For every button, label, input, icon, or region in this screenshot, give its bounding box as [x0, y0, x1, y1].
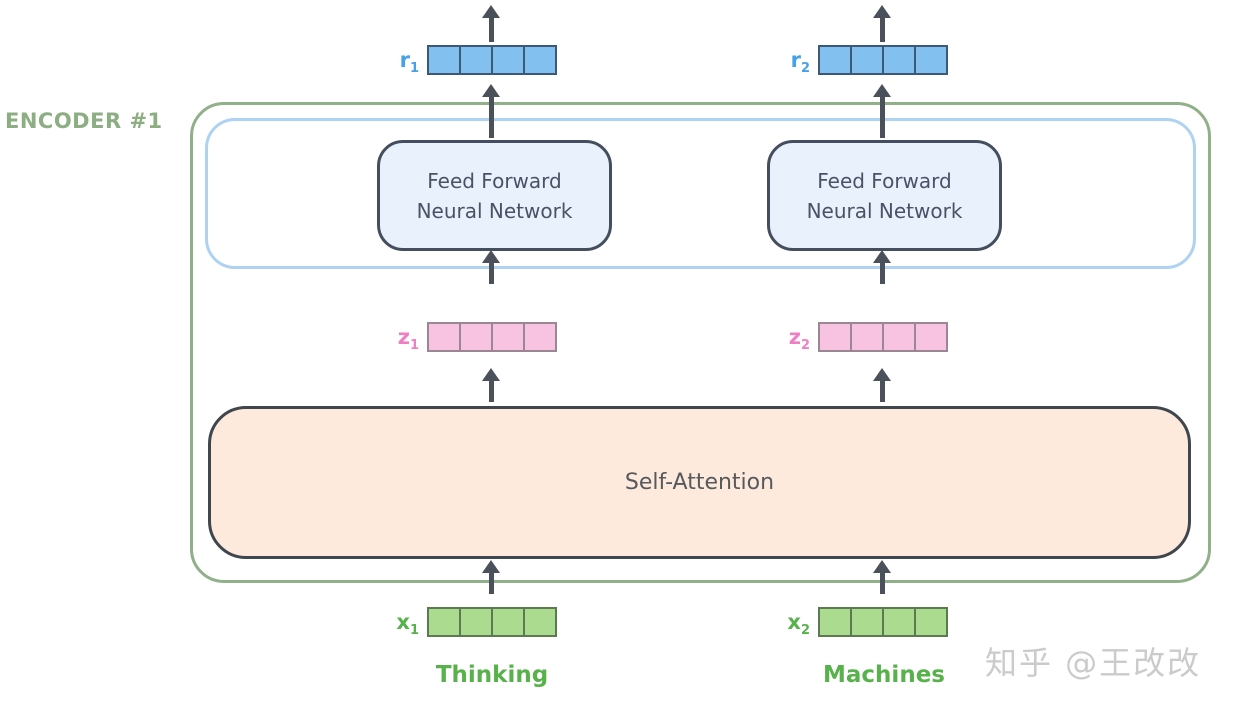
- vector-z2: [818, 322, 948, 352]
- vector-x1-label: x1: [396, 610, 419, 639]
- vector-cell: [429, 609, 461, 635]
- feed-forward-box-left: Feed Forward Neural Network: [377, 140, 612, 251]
- arrowhead-icon: [482, 560, 500, 573]
- arrowhead-icon: [873, 5, 891, 18]
- feed-forward-box-right: Feed Forward Neural Network: [767, 140, 1002, 251]
- vector-cell: [820, 47, 852, 73]
- arrowhead-icon: [482, 84, 500, 97]
- vector-r2-label: r2: [790, 48, 810, 77]
- vector-cell: [429, 47, 461, 73]
- vector-cell: [884, 324, 916, 350]
- vector-cell: [493, 324, 525, 350]
- arrowhead-icon: [873, 84, 891, 97]
- up-arrow-x1-to-attention-icon: [482, 560, 500, 594]
- arrowhead-icon: [482, 368, 500, 381]
- vector-cell: [525, 324, 555, 350]
- self-attention-box: Self-Attention: [208, 406, 1191, 559]
- vector-z2-label: z2: [788, 325, 810, 354]
- arrow-shaft: [488, 263, 494, 284]
- vector-r2: [818, 45, 948, 75]
- arrow-shaft: [879, 97, 885, 138]
- vector-z1: [427, 322, 557, 352]
- encoder-label: ENCODER #1: [5, 109, 163, 133]
- vector-cell: [916, 47, 946, 73]
- arrow-shaft: [488, 573, 494, 594]
- vector-x2: [818, 607, 948, 637]
- input-word-machines: Machines: [823, 662, 945, 688]
- arrow-shaft: [879, 573, 885, 594]
- vector-cell: [852, 609, 884, 635]
- vector-cell: [429, 324, 461, 350]
- vector-r1-label: r1: [399, 48, 419, 77]
- vector-r1: [427, 45, 557, 75]
- vector-x1: [427, 607, 557, 637]
- arrowhead-icon: [873, 368, 891, 381]
- arrow-shaft: [488, 97, 494, 138]
- up-arrow-r2-output-icon: [873, 5, 891, 42]
- up-arrow-ffn2-to-r2-icon: [873, 84, 891, 138]
- self-attention-label: Self-Attention: [624, 470, 775, 495]
- vector-cell: [820, 609, 852, 635]
- vector-cell: [852, 324, 884, 350]
- feed-forward-label-right: Feed Forward Neural Network: [806, 168, 963, 223]
- vector-cell: [461, 47, 493, 73]
- up-arrow-x2-to-attention-icon: [873, 560, 891, 594]
- up-arrow-z2-to-ffn2-icon: [873, 250, 891, 284]
- vector-cell: [461, 324, 493, 350]
- vector-cell: [525, 609, 555, 635]
- feed-forward-layer-container: [205, 118, 1196, 269]
- input-word-thinking: Thinking: [435, 662, 549, 688]
- vector-cell: [525, 47, 555, 73]
- arrow-shaft: [879, 381, 885, 402]
- arrow-shaft: [488, 18, 494, 42]
- up-arrow-ffn1-to-r1-icon: [482, 84, 500, 138]
- vector-cell: [884, 47, 916, 73]
- arrowhead-icon: [873, 560, 891, 573]
- vector-cell: [461, 609, 493, 635]
- vector-x2-label: x2: [787, 610, 810, 639]
- arrow-shaft: [879, 18, 885, 42]
- up-arrow-z1-to-ffn1-icon: [482, 250, 500, 284]
- vector-cell: [884, 609, 916, 635]
- watermark: 知乎 @王改改: [985, 644, 1202, 682]
- vector-cell: [820, 324, 852, 350]
- feed-forward-label-left: Feed Forward Neural Network: [416, 168, 573, 223]
- vector-cell: [916, 609, 946, 635]
- vector-z1-label: z1: [397, 325, 419, 354]
- vector-cell: [916, 324, 946, 350]
- up-arrow-r1-output-icon: [482, 5, 500, 42]
- arrowhead-icon: [482, 250, 500, 263]
- encoder-box: [190, 102, 1211, 583]
- up-arrow-attention-to-z1-icon: [482, 368, 500, 402]
- arrowhead-icon: [873, 250, 891, 263]
- vector-cell: [852, 47, 884, 73]
- up-arrow-attention-to-z2-icon: [873, 368, 891, 402]
- arrowhead-icon: [482, 5, 500, 18]
- vector-cell: [493, 47, 525, 73]
- arrow-shaft: [488, 381, 494, 402]
- vector-cell: [493, 609, 525, 635]
- arrow-shaft: [879, 263, 885, 284]
